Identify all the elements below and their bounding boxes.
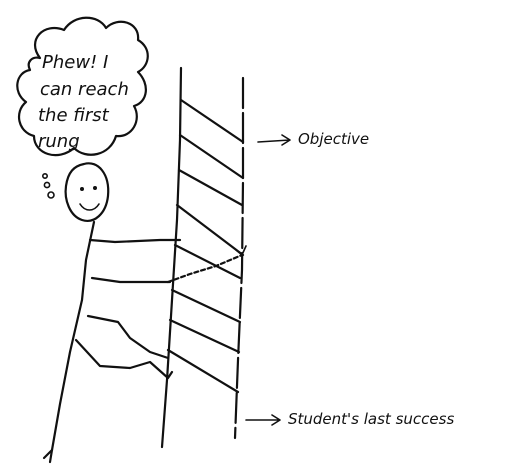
head-outline (64, 162, 110, 222)
rung-4 (175, 203, 245, 257)
rung-3 (177, 168, 244, 207)
bubble-line-3: the first (38, 105, 110, 126)
thought-bubble: Phew! I can reach the first rung (16, 16, 149, 199)
thought-dot-large (47, 191, 55, 199)
ladder (160, 66, 245, 449)
objective-arrow (257, 134, 291, 146)
objective-annotation: Objective (257, 130, 369, 148)
rung-6 (170, 288, 242, 324)
bubble-line-4: rung (38, 131, 80, 152)
upper-arm (88, 238, 182, 244)
leg-upper (86, 314, 170, 360)
ladder-right-rail (233, 76, 245, 440)
thought-bubble-cloud (16, 16, 149, 157)
stick-figure-body (42, 220, 247, 464)
lower-arm (90, 276, 172, 284)
leg-lower (74, 338, 174, 380)
rung-7 (168, 318, 241, 354)
ladder-left-rail (160, 66, 183, 449)
reaching-arm (166, 253, 244, 284)
foot (42, 448, 54, 464)
hand (235, 245, 247, 256)
rung-1 (179, 98, 245, 144)
thought-dot-small (41, 173, 48, 180)
left-eye (80, 187, 84, 191)
bubble-line-1: Phew! I (42, 52, 108, 73)
thought-dot-mid (43, 181, 51, 189)
torso (50, 220, 96, 452)
rung-8 (166, 348, 240, 394)
objective-label: Objective (298, 130, 369, 148)
last-success-label: Student's last success (288, 410, 454, 428)
last-success-annotation: Student's last success (245, 410, 454, 428)
smile (79, 203, 100, 211)
rung-5 (173, 243, 242, 280)
rung-2 (178, 133, 245, 180)
right-eye (93, 186, 97, 190)
bubble-line-2: can reach (40, 79, 129, 100)
last-success-arrow (245, 414, 281, 426)
stick-figure-head (64, 162, 110, 222)
